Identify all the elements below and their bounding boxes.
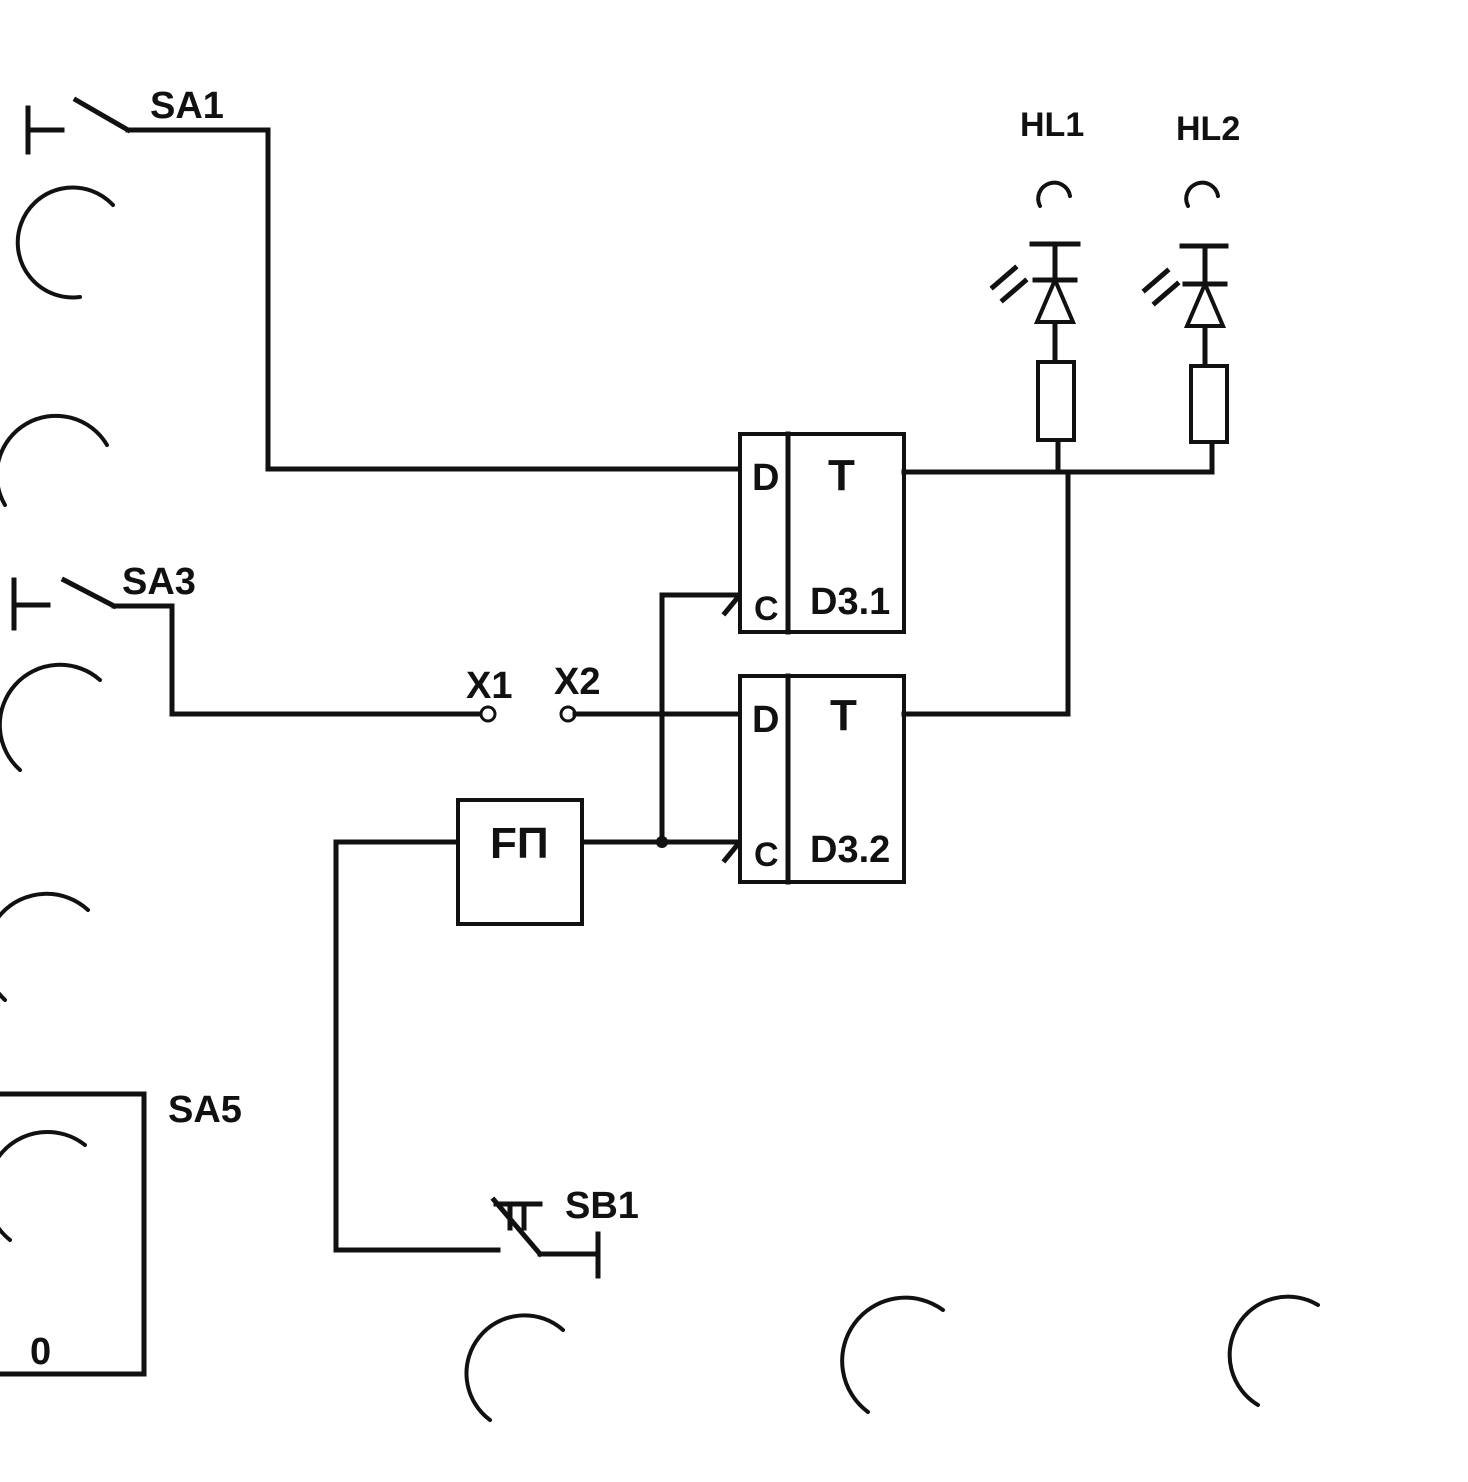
panel-hole-arc [15,185,115,300]
switch-sa5-label: SA5 [168,1089,242,1131]
pulse-generator [456,798,584,926]
led-hl2-label: HL2 [1176,110,1240,148]
button-sb1[interactable] [333,839,601,1279]
panel-hole-arc [840,1295,945,1414]
flipflop-d3-1-type: T [828,451,855,500]
panel-hole-arc [464,1313,565,1422]
flipflop-d3-1-d-pin: D [752,457,779,499]
led-hl1-label: HL1 [1020,106,1084,144]
switch-sa5[interactable] [0,1091,147,1377]
flipflop-d3-2-c-pin: C [754,836,779,874]
output-wires [901,437,1215,717]
panel-hole-arc [0,1130,87,1242]
switch-sa1-label: SA1 [150,85,224,127]
led-hl2 [1141,180,1229,444]
panel-hole-arc [0,413,109,507]
connector-x2-label: X2 [554,661,600,703]
connector-x1-label: X1 [466,665,512,707]
flipflop-d3-1 [738,431,906,635]
switch-sa1[interactable] [25,96,748,472]
flipflop-d3-2-type: T [830,691,857,740]
switch-sa5-position-label: 0 [30,1331,51,1373]
led-hl1 [989,180,1081,442]
switch-sa3-label: SA3 [122,561,196,603]
panel-holes [0,185,1320,1422]
panel-hole-arc [0,891,90,1002]
switch-sa3[interactable] [11,576,485,717]
pulse-generator-label: FΠ [490,819,549,868]
button-sb1-label: SB1 [565,1185,639,1227]
flipflop-d3-2 [738,673,906,885]
flipflop-d3-2-d-pin: D [752,699,779,741]
panel-hole-arc [1227,1294,1320,1407]
flipflop-d3-1-name: D3.1 [810,581,890,623]
clock-bus [580,581,752,864]
connector-x1[interactable] [479,705,497,723]
flipflop-d3-1-c-pin: C [754,590,779,628]
flipflop-d3-2-name: D3.2 [810,829,890,871]
panel-hole-arc [0,662,102,772]
